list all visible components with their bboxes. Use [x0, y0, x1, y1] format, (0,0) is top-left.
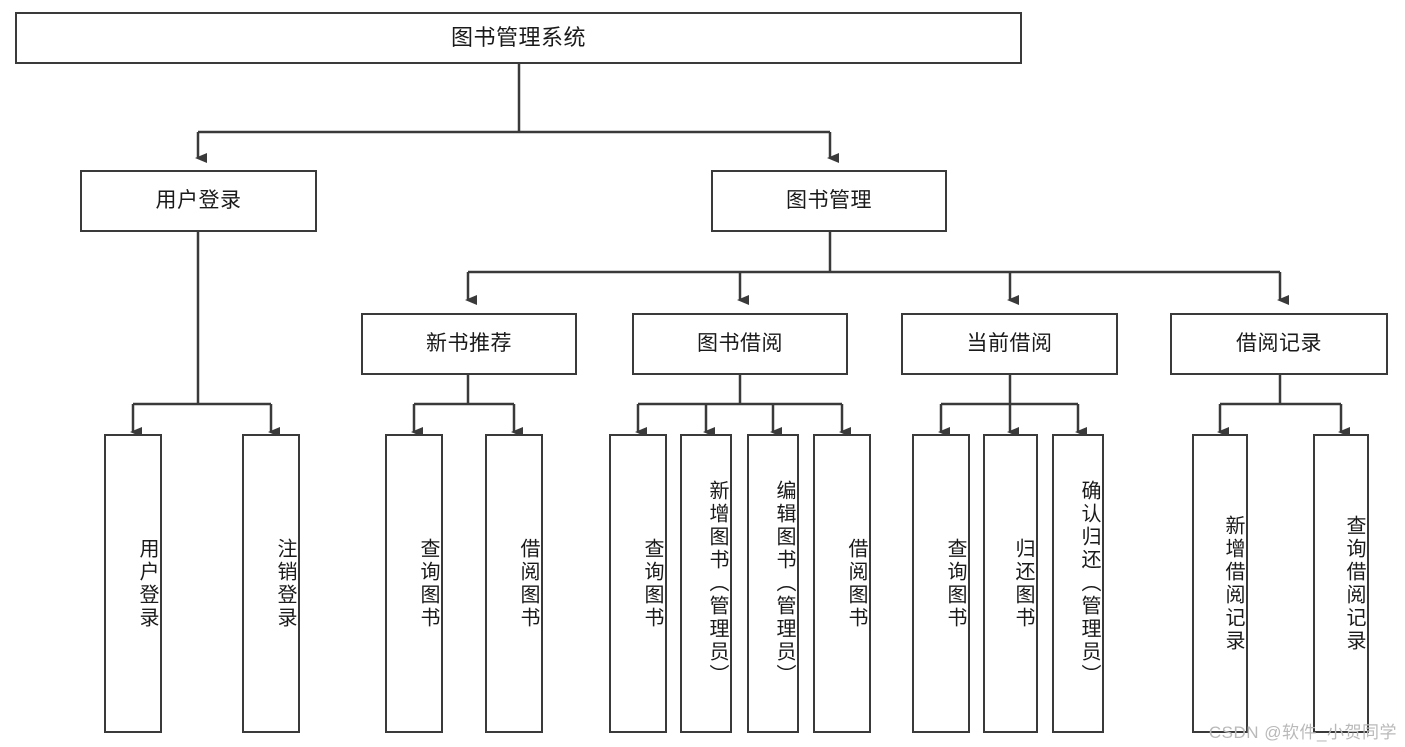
leaf-label: 借阅图书	[845, 537, 867, 630]
leaf-return-book: 归还图书	[983, 434, 1038, 733]
leaf-label: 查询图书	[641, 537, 663, 630]
leaf-label: 查询借阅记录	[1343, 514, 1365, 653]
node-borrow-record[interactable]: 借阅记录	[1170, 313, 1388, 375]
leaf-user-login: 用户登录	[104, 434, 162, 733]
leaf-query-borrow-record: 查询借阅记录	[1313, 434, 1369, 733]
node-user-login[interactable]: 用户登录	[80, 170, 317, 232]
leaf-edit-book-admin: 编辑图书（管理员）	[747, 434, 799, 733]
node-new-book-recommend[interactable]: 新书推荐	[361, 313, 577, 375]
node-book-management[interactable]: 图书管理	[711, 170, 947, 232]
leaf-label: 借阅图书	[517, 537, 539, 630]
leaf-label: 注销登录	[274, 537, 296, 630]
node-book-borrow[interactable]: 图书借阅	[632, 313, 848, 375]
leaf-label: 确认归还（管理员）	[1078, 480, 1100, 687]
leaf-label: 查询图书	[944, 537, 966, 630]
leaf-label: 新增借阅记录	[1222, 514, 1244, 653]
leaf-borrow-book-borrow: 借阅图书	[813, 434, 871, 733]
leaf-label: 新增图书（管理员）	[706, 480, 728, 687]
leaf-add-book-admin: 新增图书（管理员）	[680, 434, 732, 733]
watermark-text: CSDN @软件_小贺同学	[1208, 723, 1397, 742]
leaf-label: 用户登录	[136, 537, 158, 630]
leaf-add-borrow-record: 新增借阅记录	[1192, 434, 1248, 733]
leaf-query-book-borrow: 查询图书	[609, 434, 667, 733]
node-current-borrow[interactable]: 当前借阅	[901, 313, 1118, 375]
leaf-borrow-book-recommend: 借阅图书	[485, 434, 543, 733]
leaf-confirm-return-admin: 确认归还（管理员）	[1052, 434, 1104, 733]
leaf-logout-login: 注销登录	[242, 434, 300, 733]
leaf-query-book-current: 查询图书	[912, 434, 970, 733]
leaf-label: 查询图书	[417, 537, 439, 630]
node-root-system[interactable]: 图书管理系统	[15, 12, 1022, 64]
leaf-label: 编辑图书（管理员）	[773, 480, 795, 687]
leaf-query-book-recommend: 查询图书	[385, 434, 443, 733]
leaf-label: 归还图书	[1012, 537, 1034, 630]
